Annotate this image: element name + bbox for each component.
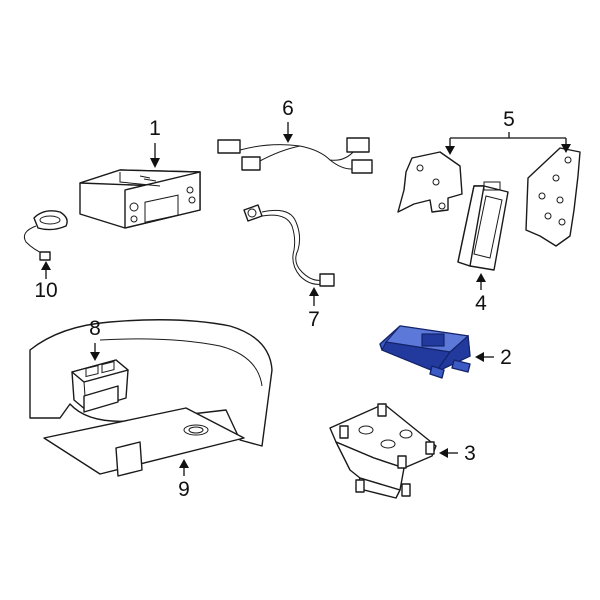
callout-9-label: 9 xyxy=(178,478,190,501)
part-3-mounting-base[interactable] xyxy=(329,403,437,499)
part-5-bracket-right[interactable] xyxy=(525,147,581,247)
callout-1-label: 1 xyxy=(149,117,161,140)
callout-5: 5 xyxy=(445,108,571,155)
callout-3: 3 xyxy=(439,442,476,465)
part-9-tray-mat[interactable] xyxy=(43,407,245,477)
part-5-bracket-left[interactable] xyxy=(397,151,463,213)
console-housing xyxy=(29,319,273,447)
callout-10-label: 10 xyxy=(34,279,57,302)
part-6-wiring-harness[interactable] xyxy=(217,137,373,174)
callout-6-label: 6 xyxy=(282,97,294,120)
callout-8-label: 8 xyxy=(89,317,101,340)
callout-3-label: 3 xyxy=(464,442,476,465)
callout-9: 9 xyxy=(178,459,190,501)
part-10-antenna[interactable] xyxy=(23,210,68,261)
callout-1: 1 xyxy=(149,117,161,168)
part-7-sensor-cable[interactable] xyxy=(243,204,335,287)
callout-10: 10 xyxy=(34,261,58,302)
part-4-control-module[interactable] xyxy=(457,181,509,271)
callout-2-label: 2 xyxy=(500,346,512,369)
callout-5-label: 5 xyxy=(503,108,515,131)
part-2-highlighted-module[interactable] xyxy=(379,325,471,379)
callout-2: 2 xyxy=(475,346,512,369)
callout-7-label: 7 xyxy=(308,308,320,331)
callout-8: 8 xyxy=(89,317,101,361)
callout-4: 4 xyxy=(475,273,487,315)
part-1-receiver-unit[interactable] xyxy=(79,169,201,229)
callout-4-label: 4 xyxy=(475,292,487,315)
part-8-switch-block[interactable] xyxy=(71,359,129,413)
callout-6: 6 xyxy=(282,97,294,143)
callout-7: 7 xyxy=(308,287,320,331)
